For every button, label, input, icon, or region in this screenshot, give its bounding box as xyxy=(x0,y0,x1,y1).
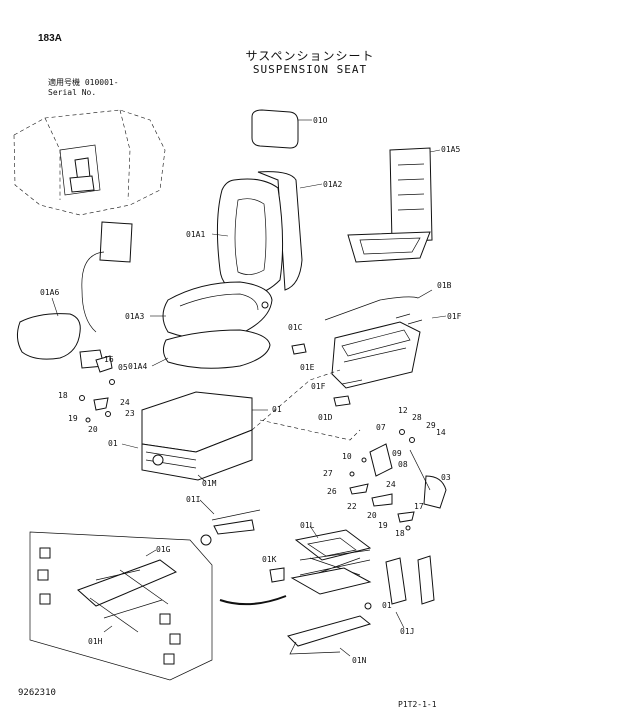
serial-value: 010001- xyxy=(84,78,119,87)
callout-03: 03 xyxy=(441,473,451,482)
callout-01A5: 01A5 xyxy=(441,145,460,154)
inset-detail-box xyxy=(29,531,213,681)
callout-01A1: 01A1 xyxy=(186,230,205,239)
callout-01G: 01G xyxy=(156,545,171,554)
callout-01A2: 01A2 xyxy=(323,180,342,189)
callout-08: 08 xyxy=(398,460,408,469)
suspension-mechanism-part xyxy=(269,525,435,657)
serial-block: 適用号機 010001- Serial No. xyxy=(48,78,119,98)
callout-01F-top: 01F xyxy=(447,312,462,321)
callout-16: 16 xyxy=(104,355,114,364)
callout-05: 05 xyxy=(118,363,128,372)
callout-12: 12 xyxy=(398,406,408,415)
callout-27: 27 xyxy=(323,469,333,478)
callout-01K: 01K xyxy=(262,555,277,564)
callout-01C: 01C xyxy=(288,323,303,332)
armrest-part xyxy=(16,221,133,369)
callout-01A6: 01A6 xyxy=(40,288,59,297)
seat-cushion-part xyxy=(150,281,273,369)
callout-01-lower: 01 xyxy=(382,601,392,610)
callout-01A3: 01A3 xyxy=(125,312,144,321)
title-japanese: サスペンションシート xyxy=(245,49,375,63)
callout-28: 28 xyxy=(412,413,422,422)
serial-label-en: Serial No. xyxy=(48,88,97,97)
callout-18-right: 18 xyxy=(395,529,405,538)
headrest-part xyxy=(251,109,312,149)
lever-assembly-part xyxy=(349,429,447,531)
callout-09: 09 xyxy=(392,449,402,458)
drawing-number: 9262310 xyxy=(18,688,56,698)
slide-rail-assembly-part xyxy=(291,289,447,407)
backrest-cushion-part xyxy=(211,171,323,295)
callout-01O: 01O xyxy=(313,116,328,125)
callout-17: 17 xyxy=(414,502,424,511)
callout-01D: 01D xyxy=(318,413,333,422)
callout-01N: 01N xyxy=(352,656,367,665)
callout-19-left: 19 xyxy=(68,414,78,423)
callout-20-left: 20 xyxy=(88,425,98,434)
callout-20-right: 20 xyxy=(367,511,377,520)
callout-18-left: 18 xyxy=(58,391,68,400)
title-english: SUSPENSION SEAT xyxy=(252,63,368,76)
callout-23: 23 xyxy=(125,409,135,418)
callout-01A4: 01A4 xyxy=(128,362,147,371)
assembly-line xyxy=(259,419,361,441)
callout-07: 07 xyxy=(376,423,386,432)
callout-22: 22 xyxy=(347,502,357,511)
excavator-cab-illustration xyxy=(13,109,166,216)
rail-kit-part xyxy=(199,499,261,546)
callout-01M: 01M xyxy=(202,479,217,488)
serial-label-jp: 適用号機 xyxy=(48,78,80,87)
callout-01-seat: 01 xyxy=(272,405,282,414)
callout-01-left: 01 xyxy=(108,439,118,448)
callout-24-left: 24 xyxy=(120,398,130,407)
small-hardware-part xyxy=(79,355,115,423)
seat-base-part xyxy=(121,391,268,483)
page-reference: P1T2-1-1 xyxy=(398,700,437,709)
callout-01L: 01L xyxy=(300,521,315,530)
callout-01I: 01I xyxy=(186,495,201,504)
callout-01H: 01H xyxy=(88,637,103,646)
callout-01J: 01J xyxy=(400,627,414,636)
callout-10: 10 xyxy=(342,452,352,461)
connector-curve xyxy=(219,595,287,606)
callout-19-right: 19 xyxy=(378,521,388,530)
callout-29: 29 xyxy=(426,421,436,430)
callout-24-right: 24 xyxy=(386,480,396,489)
callout-01F-mid: 01F xyxy=(311,382,326,391)
callout-01B: 01B xyxy=(437,281,452,290)
page-code: 183A xyxy=(38,33,62,44)
callout-26: 26 xyxy=(327,487,337,496)
backrest-frame-part xyxy=(347,147,441,263)
callout-01E: 01E xyxy=(300,363,315,372)
callout-14: 14 xyxy=(436,428,446,437)
